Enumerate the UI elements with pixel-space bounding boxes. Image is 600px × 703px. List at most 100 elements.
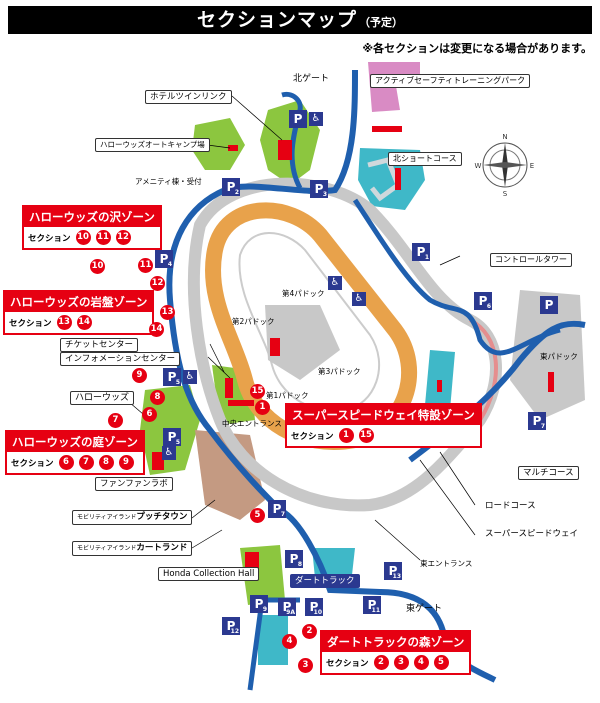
section-marker: 11 xyxy=(138,258,153,273)
zone-ganban-title: ハローウッズの岩盤ゾーン xyxy=(5,292,153,312)
parking-number: 9A xyxy=(286,609,295,616)
honda-hall-zone-marker xyxy=(245,552,259,568)
zone-niwa-section: 7 xyxy=(78,455,94,470)
parking-number: 6 xyxy=(486,303,491,310)
amenity-label: アメニティ棟・受付 xyxy=(135,177,202,186)
inner-paddock xyxy=(265,305,340,380)
garden-zone-marker-3 xyxy=(228,400,254,406)
zone-sawa-section: 11 xyxy=(95,230,111,245)
zone-speedway-section: 15 xyxy=(358,428,374,443)
parking-symbol: P xyxy=(314,182,324,196)
section-marker: 4 xyxy=(282,634,297,649)
zone-niwa-title: ハローウッズの庭ゾーン xyxy=(7,432,143,452)
zone-mori-section-label: セクション xyxy=(326,658,369,669)
hotel-label: ホテルツインリンク xyxy=(145,90,232,104)
parking-symbol: P xyxy=(544,298,554,312)
parking-number: 5 xyxy=(175,379,180,386)
parking-symbol: P xyxy=(254,597,264,611)
parking-symbol: P xyxy=(226,180,236,194)
parking-number: 2 xyxy=(234,189,239,196)
parking-number: 8 xyxy=(297,561,302,568)
section-marker: 6 xyxy=(142,407,157,422)
north-gate-label: 北ゲート xyxy=(293,74,330,84)
parking-symbol: P xyxy=(532,414,542,428)
accessible-icon: ♿ xyxy=(309,112,323,126)
section-marker: 3 xyxy=(298,658,313,673)
map-title: セクションマップ xyxy=(196,9,357,31)
central-entrance-label: 中央エントランス xyxy=(222,419,282,428)
parking-number: 4 xyxy=(167,261,172,268)
access-road-loop xyxy=(352,198,561,356)
parking-number: 7 xyxy=(540,423,545,430)
section-marker: 5 xyxy=(250,508,265,523)
parking-symbol: P xyxy=(367,598,377,612)
accessible-icon: ♿ xyxy=(162,446,176,460)
zone-ganban-section: 14 xyxy=(76,315,92,330)
parking-symbol: P xyxy=(309,600,319,614)
hotel-zone-marker xyxy=(278,140,292,160)
honda-hall-label: Honda Collection Hall xyxy=(158,567,260,581)
camp-zone-marker xyxy=(228,145,238,151)
parking-number: 9 xyxy=(262,606,267,613)
parking-number: 13 xyxy=(392,573,401,580)
zone-niwa-section: 8 xyxy=(98,455,114,470)
parking-symbol: P xyxy=(226,619,236,633)
parking-number: 1 xyxy=(424,254,429,261)
title-bar: セクションマップ（予定） xyxy=(8,6,592,34)
parking-number: 12 xyxy=(230,628,239,635)
zone-ganban-section-label: セクション xyxy=(9,318,52,329)
dirt-track-label: ダートトラック xyxy=(290,574,360,588)
pucchi-town-prefix: モビリティアイランド xyxy=(77,514,137,521)
accessible-icon: ♿ xyxy=(183,370,197,384)
pucchi-town-name: プッチタウン xyxy=(136,512,188,522)
parking-symbol: P xyxy=(388,564,398,578)
section-marker: 12 xyxy=(150,276,165,291)
parking-symbol: P xyxy=(416,245,426,259)
zone-sawa-section-label: セクション xyxy=(28,233,71,244)
zone-sawa-title: ハローウッズの沢ゾーン xyxy=(24,207,160,227)
zone-ganban: ハローウッズの岩盤ゾーン セクション 13 14 xyxy=(3,290,155,335)
zone-niwa-section: 6 xyxy=(58,455,74,470)
north-zone-marker xyxy=(395,168,401,190)
paddock-3-label: 第3パドック xyxy=(318,367,361,376)
zone-speedway-title: スーパースピードウェイ特設ゾーン xyxy=(287,405,480,425)
zone-niwa-section-label: セクション xyxy=(11,458,54,469)
hello-woods-label: ハローウッズ xyxy=(70,391,135,405)
section-marker: 15 xyxy=(250,384,265,399)
accessible-icon: ♿ xyxy=(352,292,366,306)
camp-area xyxy=(192,118,245,170)
section-marker: 9 xyxy=(132,368,147,383)
auto-camp-label: ハローウッズオートキャンプ場 xyxy=(95,138,210,152)
cart-land-label: モビリティアイランドカートランド xyxy=(72,541,193,556)
paddock-2-label: 第2パドック xyxy=(232,317,275,326)
zone-sawa-section: 10 xyxy=(75,230,91,245)
zone-speedway-section-label: セクション xyxy=(291,431,334,442)
east-zone-marker xyxy=(548,372,554,392)
parking-number: 10 xyxy=(313,609,322,616)
parking-symbol: P xyxy=(167,430,177,444)
zone-sawa: ハローウッズの沢ゾーン セクション 10 11 12 xyxy=(22,205,162,250)
paddock-red-marker xyxy=(270,338,280,356)
super-speedway-label: スーパースピードウェイ xyxy=(485,529,578,539)
east-gate-label: 東ゲート xyxy=(406,604,443,614)
pucchi-town-label: モビリティアイランドプッチタウン xyxy=(72,510,193,525)
map-title-note: （予定） xyxy=(359,16,403,29)
compass-rose xyxy=(482,142,528,188)
zone-mori-title: ダートトラックの森ゾーン xyxy=(322,632,470,652)
pucchi-town-area xyxy=(195,430,265,520)
section-marker: 8 xyxy=(150,390,165,405)
ticket-center-label: チケットセンター xyxy=(60,338,139,352)
parking-number: 5 xyxy=(175,439,180,446)
